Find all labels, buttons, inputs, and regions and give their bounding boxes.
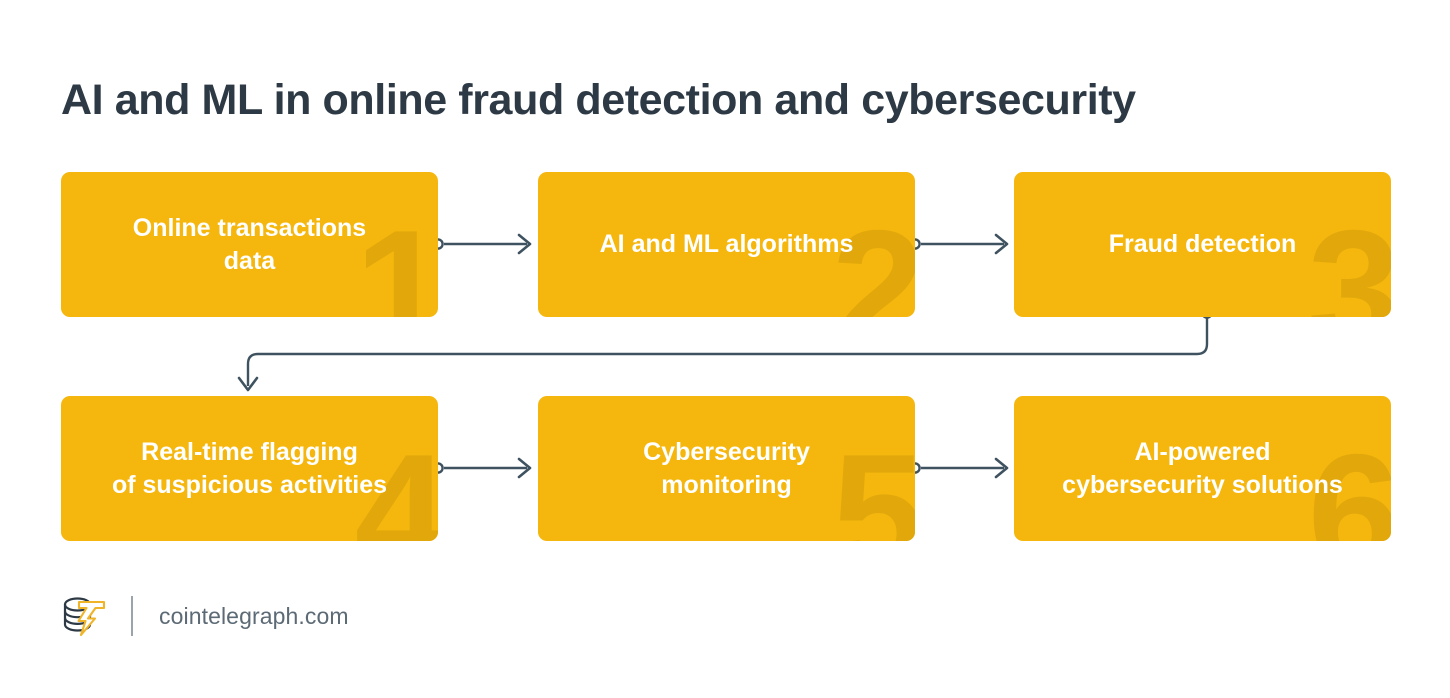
flow-node-3[interactable]: 3 Fraud detection [1014,172,1391,317]
page-title: AI and ML in online fraud detection and … [61,75,1136,124]
connector-3-to-4 [237,307,1213,392]
flow-node-5[interactable]: 5 Cybersecurity monitoring [538,396,915,541]
flow-node-4[interactable]: 4 Real-time flagging of suspicious activ… [61,396,438,541]
flow-node-1[interactable]: 1 Online transactions data [61,172,438,317]
flow-node-4-label: Real-time flagging of suspicious activit… [111,438,388,499]
flow-node-1-label: Online transactions data [132,214,367,275]
flow-node-2[interactable]: 2 AI and ML algorithms [538,172,915,317]
flow-node-5-label: Cybersecurity monitoring [643,438,810,499]
flow-node-6[interactable]: 6 AI-powered cybersecurity solutions [1014,396,1391,541]
connector-2-to-3 [909,233,1009,255]
connector-4-to-5 [432,457,532,479]
flow-node-3-number: 3 [1307,195,1391,317]
flow-node-2-label: AI and ML algorithms [599,230,854,259]
flow-node-5-number: 5 [831,419,915,541]
flow-node-3-label: Fraud detection [1108,230,1297,259]
connector-5-to-6 [909,457,1009,479]
connector-1-to-2 [432,233,532,255]
footer-divider [131,596,133,636]
footer: cointelegraph.com [61,592,349,640]
flow-node-6-label: AI-powered cybersecurity solutions [1062,438,1343,499]
cointelegraph-logo-icon [63,597,106,637]
footer-site-name: cointelegraph.com [159,602,349,629]
flow-node-2-number: 2 [831,195,915,317]
